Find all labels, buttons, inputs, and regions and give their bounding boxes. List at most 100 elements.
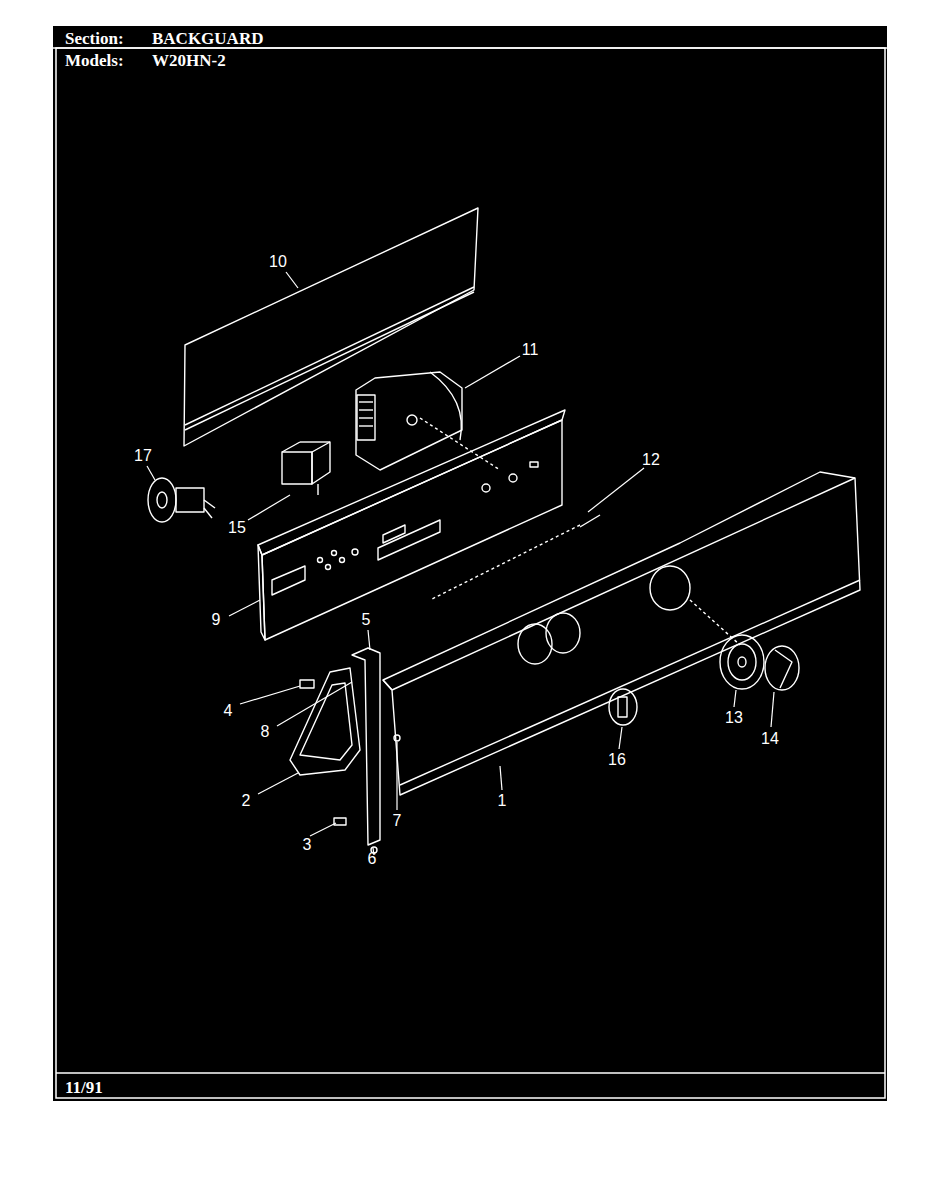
models-label: Models: — [65, 52, 124, 69]
section-label: Section: — [65, 30, 124, 47]
control-panel — [509, 474, 517, 482]
console-housing — [650, 566, 690, 610]
rear-panel — [185, 287, 474, 425]
control-panel — [272, 566, 305, 595]
control-panel — [340, 558, 345, 563]
timer — [359, 425, 373, 426]
leader-lines — [147, 466, 155, 480]
switch — [282, 442, 300, 452]
switch — [282, 452, 312, 484]
leader-lines — [734, 690, 736, 707]
callout-number: 11 — [522, 342, 539, 358]
callout-number: 14 — [761, 731, 779, 747]
dial-skirt — [720, 635, 764, 689]
selector-knob — [618, 697, 627, 717]
callout-number: 1 — [498, 793, 507, 809]
control-panel — [482, 484, 490, 492]
timer — [356, 372, 462, 470]
console-housing — [392, 478, 855, 690]
callout-number: 13 — [725, 710, 743, 726]
model-number: W20HN-2 — [152, 52, 226, 69]
leader-lines — [500, 766, 502, 790]
selector-switch — [204, 500, 215, 508]
leader-lines — [368, 630, 370, 650]
timer — [357, 395, 375, 440]
callout-number: 6 — [368, 851, 377, 867]
console-housing — [383, 680, 392, 690]
dial-skirt — [738, 657, 746, 667]
control-panel — [262, 420, 562, 640]
exploded-parts-drawing — [148, 208, 860, 853]
leader-lines — [229, 600, 260, 616]
selector-switch — [157, 492, 167, 508]
leader-lines — [248, 495, 290, 520]
selector-switch — [148, 478, 176, 522]
rear-panel — [184, 208, 478, 446]
dial-skirt — [728, 644, 756, 680]
control-panel — [378, 520, 440, 560]
dial-skirt — [720, 635, 764, 689]
leader-lines — [286, 272, 298, 288]
end-cap — [300, 680, 314, 688]
rear-panel — [184, 208, 478, 446]
timer — [359, 417, 373, 418]
timer-knob — [775, 650, 792, 688]
end-cap — [334, 818, 346, 825]
switch — [282, 442, 330, 495]
control-panel — [530, 462, 538, 467]
control-panel — [318, 558, 323, 563]
selector-knob — [609, 689, 637, 725]
page-frame — [56, 48, 885, 1098]
callout-number: 10 — [269, 254, 287, 270]
trim-strip — [352, 648, 380, 845]
end-cap — [300, 683, 352, 760]
control-panel — [352, 549, 358, 555]
control-panel — [580, 515, 600, 527]
callout-number: 7 — [393, 813, 402, 829]
trim-strip — [394, 735, 400, 741]
leader-lines — [771, 692, 774, 727]
console-housing — [518, 624, 552, 664]
timer-knob — [765, 646, 799, 690]
callout-number: 9 — [212, 612, 221, 628]
timer — [407, 415, 417, 425]
switch — [312, 442, 330, 484]
control-panel — [326, 565, 331, 570]
revision-date: 11/91 — [65, 1079, 103, 1096]
callout-number: 2 — [242, 793, 251, 809]
selector-knob — [609, 689, 637, 725]
callout-number: 8 — [261, 724, 270, 740]
callout-number: 5 — [362, 612, 371, 628]
rear-panel — [185, 292, 474, 430]
leader-lines — [147, 272, 774, 855]
leader-lines — [310, 823, 336, 836]
console-housing — [430, 525, 580, 600]
control-panel — [383, 525, 405, 543]
leader-lines — [277, 682, 352, 726]
console-housing — [400, 580, 860, 785]
page-frame — [53, 26, 887, 1101]
leader-lines — [396, 742, 397, 810]
callout-number: 16 — [608, 752, 626, 768]
control-panel — [332, 551, 337, 556]
switch — [317, 484, 318, 495]
console-housing — [546, 613, 580, 653]
callout-number: 12 — [642, 452, 660, 468]
timer — [359, 401, 373, 402]
callout-number: 3 — [303, 837, 312, 853]
timer — [356, 372, 500, 470]
leader-lines — [465, 356, 520, 388]
leader-lines — [619, 727, 622, 749]
console-housing — [383, 472, 860, 795]
callout-number: 17 — [134, 448, 152, 464]
leader-lines — [588, 468, 644, 512]
switch — [300, 441, 330, 442]
page-frame — [53, 26, 887, 1101]
section-name: BACKGUARD — [152, 30, 263, 47]
control-panel — [258, 410, 600, 640]
leader-lines — [240, 686, 300, 704]
page-frame — [56, 1072, 885, 1074]
timer-knob — [765, 646, 799, 690]
callout-number: 15 — [228, 520, 246, 536]
